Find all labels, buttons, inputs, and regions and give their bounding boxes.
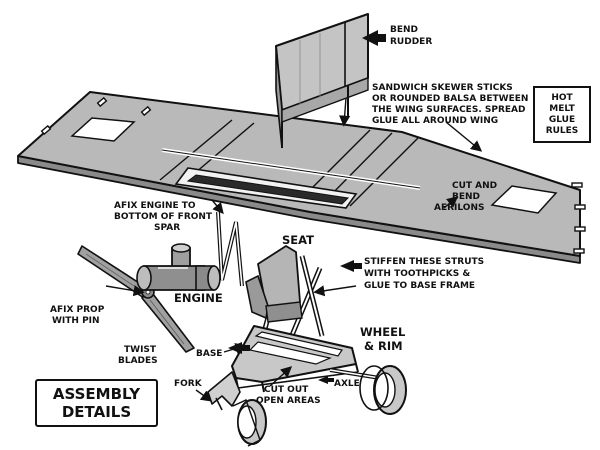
rear-wheel bbox=[359, 365, 407, 415]
svg-text:AXLE: AXLE bbox=[334, 379, 360, 389]
base-label: BASE bbox=[196, 342, 250, 359]
svg-text:OPEN AREAS: OPEN AREAS bbox=[256, 396, 321, 406]
svg-text:BEND: BEND bbox=[390, 25, 418, 35]
rudder bbox=[275, 13, 369, 149]
svg-text:BEND: BEND bbox=[452, 192, 480, 202]
svg-text:WITH TOOTHPICKS &: WITH TOOTHPICKS & bbox=[364, 269, 470, 279]
svg-text:BLADES: BLADES bbox=[118, 356, 158, 366]
afix-engine-label: AFIX ENGINE TO BOTTOM OF FRONT SPAR bbox=[114, 201, 213, 233]
svg-text:CUT AND: CUT AND bbox=[452, 181, 497, 191]
svg-text:RUDDER: RUDDER bbox=[390, 37, 432, 47]
cut-out-label: CUT OUT OPEN AREAS bbox=[256, 385, 321, 406]
svg-text:AFIX ENGINE TO: AFIX ENGINE TO bbox=[114, 201, 196, 211]
fork-label: FORK bbox=[174, 379, 203, 389]
svg-text:GLUE ALL AROUND WING: GLUE ALL AROUND WING bbox=[372, 116, 498, 126]
hot-melt-glue-rules-box: HOT MELT GLUE RULES bbox=[533, 86, 591, 143]
svg-text:CUT OUT: CUT OUT bbox=[264, 385, 309, 395]
svg-text:STIFFEN THESE STRUTS: STIFFEN THESE STRUTS bbox=[364, 257, 484, 267]
wing bbox=[17, 91, 586, 264]
svg-text:BASE: BASE bbox=[196, 349, 222, 359]
front-wheel bbox=[232, 399, 267, 447]
twist-blades-label: TWIST BLADES bbox=[118, 345, 158, 366]
engine-label: ENGINE bbox=[174, 291, 223, 305]
axle-label: AXLE bbox=[318, 376, 360, 389]
svg-text:TWIST: TWIST bbox=[124, 345, 157, 355]
svg-text:SPAR: SPAR bbox=[154, 223, 180, 233]
seat bbox=[245, 245, 303, 323]
afix-prop-label: AFIX PROP WITH PIN bbox=[50, 305, 105, 326]
skewer-ends bbox=[40, 96, 586, 254]
left-aileron-cutout bbox=[70, 117, 136, 142]
svg-text:SANDWICH SKEWER STICKS: SANDWICH SKEWER STICKS bbox=[372, 83, 513, 93]
svg-text:THE WING SURFACES. SPREAD: THE WING SURFACES. SPREAD bbox=[372, 105, 525, 115]
bend-rudder-label: BEND RUDDER bbox=[362, 25, 432, 47]
svg-text:OR ROUNDED BALSA BETWEEN: OR ROUNDED BALSA BETWEEN bbox=[372, 94, 528, 104]
seat-label: SEAT bbox=[282, 233, 314, 247]
engine bbox=[136, 243, 221, 291]
right-aileron-cutout bbox=[490, 185, 558, 214]
wheel-rim-label: WHEEL & RIM bbox=[360, 325, 406, 353]
svg-text:WHEEL: WHEEL bbox=[360, 325, 406, 339]
stiffen-struts-label: STIFFEN THESE STRUTS WITH TOOTHPICKS & G… bbox=[340, 257, 484, 291]
svg-text:BOTTOM OF FRONT: BOTTOM OF FRONT bbox=[114, 212, 213, 222]
sandwich-skewer-label: SANDWICH SKEWER STICKS OR ROUNDED BALSA … bbox=[372, 83, 528, 126]
cut-bend-ailerons-label: CUT AND BEND AERILONS bbox=[434, 181, 497, 213]
svg-text:AERILONS: AERILONS bbox=[434, 203, 484, 213]
base-frame bbox=[231, 325, 393, 393]
svg-text:WITH PIN: WITH PIN bbox=[52, 316, 100, 326]
propeller bbox=[77, 245, 195, 353]
svg-text:AFIX PROP: AFIX PROP bbox=[50, 305, 105, 315]
svg-text:& RIM: & RIM bbox=[364, 339, 403, 353]
svg-text:GLUE TO BASE FRAME: GLUE TO BASE FRAME bbox=[364, 281, 475, 291]
assembly-details-title: ASSEMBLY DETAILS bbox=[35, 379, 158, 427]
